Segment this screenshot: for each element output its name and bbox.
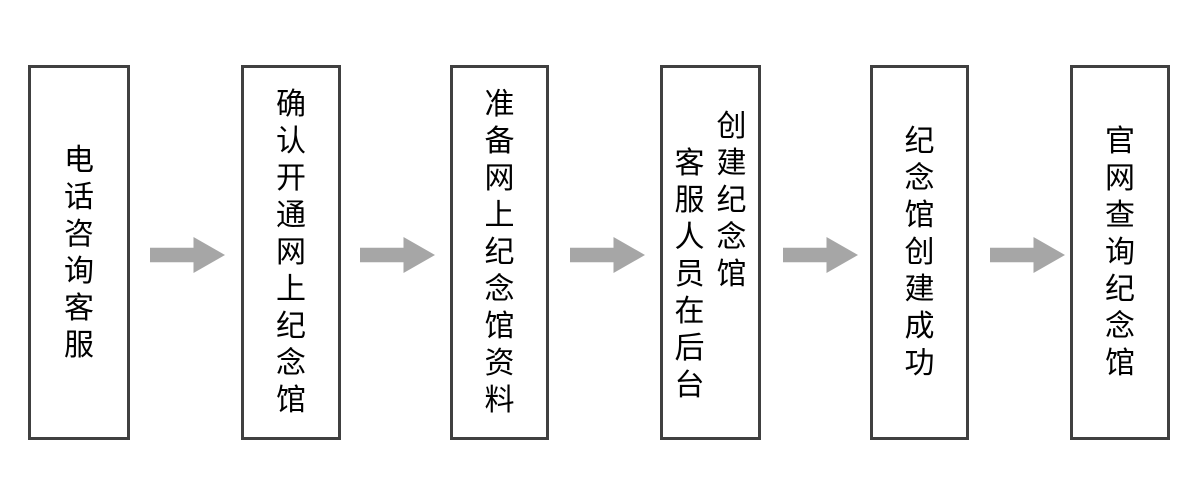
node-text-char: 馆 [484,309,515,344]
node-text-char: 上 [276,272,306,307]
node-text-char: 网 [1105,161,1135,196]
arrow-5 [990,237,1065,273]
node-text-char: 备 [484,124,515,159]
node-text-char: 纪 [484,235,515,270]
node-text-char: 功 [904,346,935,381]
node-text-char: 念 [1105,309,1135,344]
node-text-char: 在 [674,294,705,329]
node-text-char: 客 [674,146,705,181]
node-text-char: 纪 [716,183,747,218]
node-text-char: 网 [276,235,306,270]
process-node-1: 电话咨询客服 [28,65,130,440]
node-3-text-column-1: 准备网上纪念馆资料 [485,86,515,419]
node-text-char: 馆 [716,257,747,292]
node-text-char: 网 [484,161,515,196]
node-text-char: 查 [1105,198,1135,233]
node-text-char: 馆 [904,198,935,233]
node-text-char: 上 [484,198,515,233]
node-text-char: 通 [276,198,306,233]
node-text-char: 纪 [1105,272,1135,307]
arrow-2 [360,237,435,273]
node-4-text-column-2: 客服人员在后台 [669,145,711,404]
process-node-6: 官网查询纪念馆 [1070,65,1170,440]
node-text-char: 客 [64,290,94,326]
process-node-3: 准备网上纪念馆资料 [450,65,549,440]
process-node-4: 创建纪念馆客服人员在后台 [660,65,761,440]
node-text-char: 创 [904,235,935,270]
node-4-text-column-1: 创建纪念馆 [711,108,753,293]
node-text-char: 馆 [276,383,306,418]
node-text-char: 开 [276,161,306,196]
node-text-char: 台 [674,368,705,403]
node-5-text-column-1: 纪念馆创建成功 [905,123,935,382]
node-text-char: 念 [484,272,515,307]
node-2-text-column-1: 确认开通网上纪念馆 [276,86,306,419]
node-text-char: 询 [64,253,94,289]
arrow-1 [150,237,225,273]
node-text-char: 准 [484,87,515,122]
arrow-3 [570,237,645,273]
node-text-char: 人 [674,220,705,255]
node-text-char: 资 [484,346,515,381]
node-text-char: 馆 [1105,346,1135,381]
process-node-2: 确认开通网上纪念馆 [241,65,341,440]
node-text-char: 服 [674,183,705,218]
node-text-char: 员 [674,257,705,292]
node-text-char: 念 [904,161,935,196]
node-text-char: 后 [674,331,705,366]
node-1-text-column-1: 电话咨询客服 [64,142,94,364]
arrow-4 [783,237,858,273]
node-text-char: 创 [716,109,747,144]
process-node-5: 纪念馆创建成功 [870,65,969,440]
node-text-char: 话 [64,179,94,215]
node-6-text-column-1: 官网查询纪念馆 [1105,123,1135,382]
node-text-char: 电 [64,142,94,178]
node-text-char: 念 [716,220,747,255]
node-text-char: 建 [716,146,747,181]
node-text-char: 纪 [904,124,935,159]
node-text-char: 成 [904,309,935,344]
node-text-char: 纪 [276,309,306,344]
node-text-char: 咨 [64,216,94,252]
node-text-char: 确 [276,87,306,122]
node-text-char: 建 [904,272,935,307]
node-text-char: 认 [276,124,306,159]
node-text-char: 服 [64,327,94,363]
node-text-char: 念 [276,346,306,381]
node-text-char: 料 [484,383,515,418]
node-text-char: 官 [1105,124,1135,159]
node-text-char: 询 [1105,235,1135,270]
